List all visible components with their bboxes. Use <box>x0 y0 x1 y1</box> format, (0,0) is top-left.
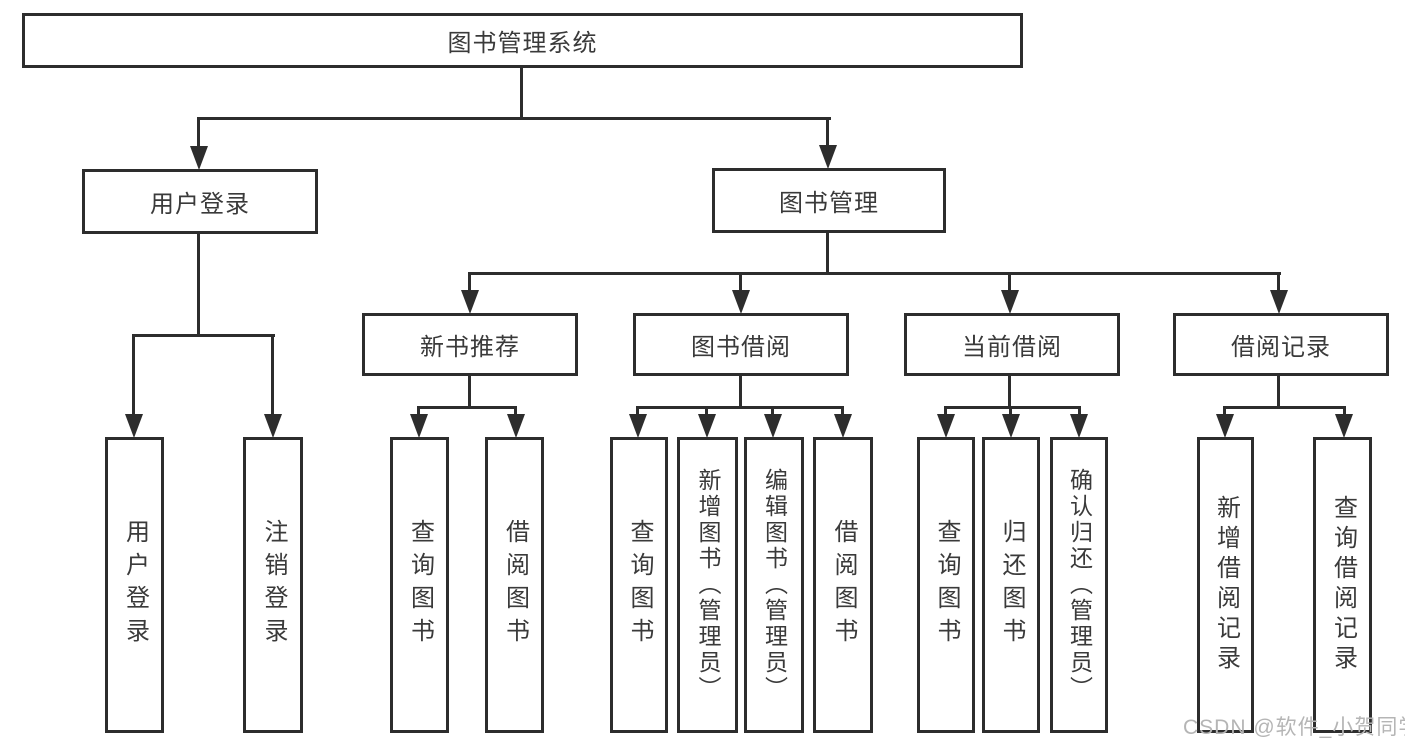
node-label: 新书推荐 <box>420 334 520 361</box>
leaf-label: 新增图书（管理员） <box>695 468 721 702</box>
node-book-borrowing: 图书借阅 <box>633 313 849 376</box>
arrowhead-to-user-login <box>190 146 208 170</box>
leaf-add-borrow-record: 新增借阅记录 <box>1197 437 1254 733</box>
arrowhead-to-borrow-records <box>1270 290 1288 314</box>
leaf-label: 查询借阅记录 <box>1329 495 1357 675</box>
leaf-label: 查询图书 <box>626 519 653 651</box>
leaf-return-books: 归还图书 <box>982 437 1040 733</box>
edge-borrow-drop-3 <box>771 406 774 416</box>
arrowhead-to-new-book <box>461 290 479 314</box>
arrowhead-to-leaf-add-record <box>1216 414 1234 438</box>
edge-root-left-stem <box>197 117 200 149</box>
arrowhead-to-leaf-query-2 <box>629 414 647 438</box>
edge-root-right-stem <box>826 117 829 148</box>
arrowhead-to-leaf-return <box>1002 414 1020 438</box>
edge-current-drop-1 <box>944 406 947 416</box>
leaf-logout: 注销登录 <box>243 437 303 733</box>
leaf-confirm-return-admin: 确认归还（管理员） <box>1050 437 1108 733</box>
edge-current-stem <box>1008 375 1011 409</box>
arrowhead-to-leaf-borrow-2 <box>834 414 852 438</box>
edge-newbook-drop-1 <box>417 406 420 416</box>
leaf-add-books-admin: 新增图书（管理员） <box>677 437 738 733</box>
edge-borrow-stem <box>739 375 742 409</box>
leaf-label: 用户登录 <box>121 519 149 651</box>
leaf-query-books-1: 查询图书 <box>390 437 449 733</box>
edge-login-right-stem <box>271 334 274 416</box>
edge-record-bar <box>1223 406 1346 409</box>
edge-borrow-drop-1 <box>636 406 639 416</box>
leaf-borrow-books-1: 借阅图书 <box>485 437 544 733</box>
node-user-login: 用户登录 <box>82 169 318 234</box>
leaf-label: 借阅图书 <box>830 519 857 651</box>
leaf-edit-books-admin: 编辑图书（管理员） <box>744 437 804 733</box>
arrowhead-to-leaf-logout <box>264 414 282 438</box>
edge-mgmt-bar <box>468 272 1281 275</box>
arrowhead-to-current-borrow <box>1001 290 1019 314</box>
edge-mgmt-drop-2 <box>739 272 742 292</box>
edge-borrow-drop-2 <box>705 406 708 416</box>
node-new-book-recommend: 新书推荐 <box>362 313 578 376</box>
edge-mgmt-drop-4 <box>1277 272 1280 292</box>
leaf-label: 注销登录 <box>260 519 287 651</box>
node-label: 图书借阅 <box>691 334 791 361</box>
leaf-label: 归还图书 <box>998 519 1025 651</box>
edge-borrow-bar <box>636 406 844 409</box>
arrowhead-to-leaf-add-books <box>698 414 716 438</box>
leaf-user-login: 用户登录 <box>105 437 164 733</box>
node-borrowing-records: 借阅记录 <box>1173 313 1389 376</box>
node-library-management-system: 图书管理系统 <box>22 13 1023 68</box>
edge-root-bar <box>197 117 831 120</box>
edge-borrow-drop-4 <box>841 406 844 416</box>
arrowhead-to-leaf-borrow-1 <box>507 414 525 438</box>
node-label: 借阅记录 <box>1231 334 1331 361</box>
arrowhead-to-leaf-user-login <box>125 414 143 438</box>
edge-mgmt-drop-3 <box>1008 272 1011 292</box>
arrowhead-to-leaf-query-1 <box>410 414 428 438</box>
edge-current-drop-3 <box>1078 406 1081 416</box>
leaf-label: 新增借阅记录 <box>1212 495 1240 675</box>
node-label: 图书管理系统 <box>447 30 598 57</box>
csdn-watermark: CSDN @软件_小贺同学 <box>1183 716 1405 739</box>
arrowhead-to-leaf-query-3 <box>937 414 955 438</box>
arrowhead-to-leaf-confirm <box>1070 414 1088 438</box>
leaf-label: 借阅图书 <box>501 519 529 651</box>
arrowhead-to-leaf-query-rec <box>1335 414 1353 438</box>
edge-newbook-stem <box>468 375 471 409</box>
edge-login-left-stem <box>132 334 135 416</box>
node-label: 用户登录 <box>150 191 250 218</box>
leaf-label: 确认归还（管理员） <box>1066 468 1093 702</box>
node-book-management: 图书管理 <box>712 168 946 233</box>
edge-record-drop-2 <box>1343 406 1346 416</box>
edge-newbook-drop-2 <box>514 406 517 416</box>
leaf-label: 查询图书 <box>406 519 434 651</box>
edge-root-stem <box>520 68 523 120</box>
edge-mgmt-drop-1 <box>468 272 471 292</box>
arrowhead-to-book-borrowing <box>732 290 750 314</box>
edge-login-stem <box>197 233 200 337</box>
leaf-query-books-3: 查询图书 <box>917 437 975 733</box>
leaf-query-books-2: 查询图书 <box>610 437 668 733</box>
leaf-label: 查询图书 <box>933 519 960 651</box>
arrowhead-to-book-management <box>819 145 837 169</box>
leaf-query-borrow-record: 查询借阅记录 <box>1313 437 1372 733</box>
arrowhead-to-leaf-edit-books <box>764 414 782 438</box>
edge-login-bar <box>132 334 275 337</box>
edge-record-drop-1 <box>1223 406 1226 416</box>
edge-current-drop-2 <box>1009 406 1012 416</box>
edge-mgmt-stem <box>826 231 829 275</box>
leaf-borrow-books-2: 借阅图书 <box>813 437 873 733</box>
node-label: 当前借阅 <box>962 334 1062 361</box>
node-label: 图书管理 <box>779 190 879 217</box>
edge-newbook-bar <box>417 406 517 409</box>
edge-current-bar <box>944 406 1081 409</box>
leaf-label: 编辑图书（管理员） <box>761 468 788 702</box>
edge-record-stem <box>1277 375 1280 409</box>
node-current-borrowing: 当前借阅 <box>904 313 1120 376</box>
